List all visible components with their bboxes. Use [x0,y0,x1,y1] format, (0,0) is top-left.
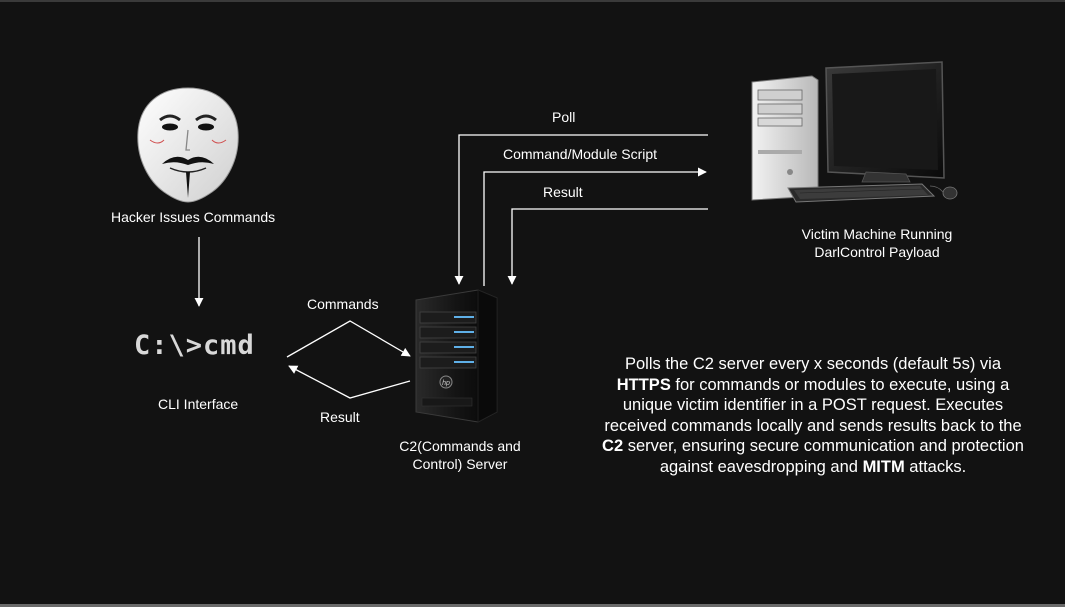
arrow-result-to-cli [288,365,411,399]
c2-label-line2: Control) Server [412,456,508,472]
arrow-commands-to-c2 [286,320,411,358]
desktop-computer-icon [751,61,958,203]
description-paragraph: Polls the C2 server every x seconds (def… [596,354,1030,477]
arrow-command-module-script [483,167,707,286]
cli-prompt: C:\>cmd [134,330,255,361]
svg-text:hp: hp [442,380,450,387]
description-part-3: server, ensuring secure communication an… [623,437,1024,476]
c2-label-line1: C2(Commands and [399,438,521,454]
victim-label-line1: Victim Machine Running [801,226,953,242]
description-part-2: for commands or modules to execute, usin… [604,375,1022,435]
description-c2: C2 [602,437,624,455]
victim-label-line2: DarlControl Payload [814,244,940,260]
description-mitm: MITM [862,457,905,476]
tower-server-icon: hp [415,289,498,423]
result-flow-label-left: Result [320,409,360,425]
c2-label: C2(Commands and Control) Server [376,437,544,473]
poll-flow-label: Poll [552,109,576,125]
guy-fawkes-mask-icon [137,87,239,203]
description-part-4: attacks. [904,457,967,476]
description-part-1: Polls the C2 server every x seconds (def… [625,355,1001,373]
command-module-flow-label: Command/Module Script [503,146,658,162]
arrow-poll [454,134,708,285]
victim-label: Victim Machine Running DarlControl Paylo… [783,225,971,261]
arrow-result-to-c2 [507,208,708,285]
cli-label: CLI Interface [158,396,239,412]
description-https: HTTPS [616,375,671,394]
result-flow-label-right: Result [543,184,583,200]
hacker-label: Hacker Issues Commands [111,209,276,225]
commands-flow-label: Commands [307,296,379,312]
